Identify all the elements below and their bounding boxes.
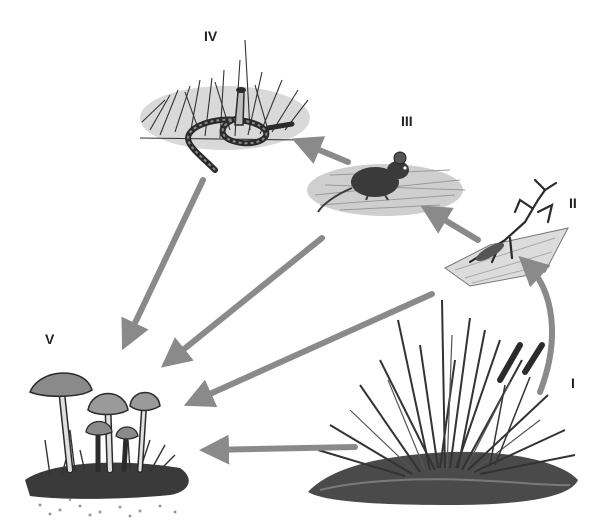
label-III: III <box>401 113 413 129</box>
arrow-I-to-V <box>208 447 355 450</box>
arrow-III-to-IV <box>300 142 348 162</box>
arrow-II-to-III <box>428 210 478 240</box>
snake-illustration <box>140 40 310 170</box>
label-IV: IV <box>204 28 217 44</box>
mushrooms-illustration <box>25 373 189 518</box>
mouse-illustration <box>307 152 465 216</box>
label-V: V <box>45 331 54 347</box>
arrow-III-to-V <box>168 238 322 362</box>
label-I: I <box>571 375 575 391</box>
arrow-IV-to-V <box>126 180 203 342</box>
arrow-I-to-II <box>525 262 552 392</box>
label-II: II <box>569 195 577 211</box>
